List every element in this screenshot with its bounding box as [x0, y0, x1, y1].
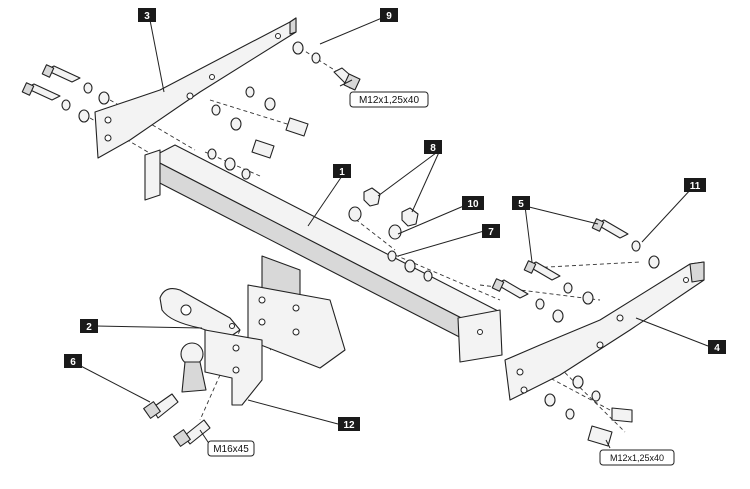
spec-ball-bolt-text: M16x45 [213, 444, 249, 455]
callout-3-label: 3 [144, 11, 150, 22]
socket-plate [159, 288, 241, 339]
main-beam [144, 144, 503, 363]
callout-10: 10 [462, 196, 484, 210]
callout-5-label: 5 [518, 199, 524, 210]
callout-11: 11 [684, 178, 706, 192]
callout-5: 5 [512, 196, 530, 210]
bolt [251, 139, 275, 159]
spec-bottom-bolt-text: M12x1,25x40 [610, 453, 664, 463]
callout-8: 8 [424, 140, 442, 154]
bolt [285, 117, 309, 137]
callout-9: 9 [380, 8, 398, 22]
fasteners [21, 41, 660, 447]
center-hanger [247, 255, 346, 369]
callout-2-label: 2 [86, 322, 92, 333]
bolt [143, 393, 179, 419]
callout-10-label: 10 [467, 199, 479, 210]
callout-8-label: 8 [430, 143, 436, 154]
bolt [333, 67, 361, 91]
spec-bottom-bolt: M12x1,25x40 [599, 449, 675, 466]
spec-top-bolt: M12x1,25x40 [349, 91, 429, 108]
callout-11-label: 11 [690, 181, 701, 192]
left-bracket [94, 17, 297, 159]
callout-12: 12 [338, 417, 360, 431]
right-bracket [504, 261, 705, 401]
callout-4: 4 [708, 340, 726, 354]
bolt [591, 218, 629, 239]
callout-9-label: 9 [386, 11, 392, 22]
callout-6-label: 6 [70, 357, 76, 368]
callout-3: 3 [138, 8, 156, 22]
callout-6: 6 [64, 354, 82, 368]
callout-1: 1 [333, 164, 351, 178]
bolt [173, 419, 211, 447]
bolt [41, 64, 81, 83]
callout-7-label: 7 [488, 227, 494, 238]
leader-lines [74, 17, 709, 449]
callout-12-label: 12 [343, 420, 355, 431]
tow-ball [180, 329, 263, 406]
bolt [523, 260, 561, 281]
bolt [21, 82, 61, 101]
bolt [587, 425, 613, 447]
callout-4-label: 4 [714, 343, 720, 354]
spec-ball-bolt: M16x45 [207, 440, 255, 457]
callout-7: 7 [482, 224, 500, 238]
spec-top-bolt-text: M12x1,25x40 [359, 95, 419, 106]
bolt [611, 407, 633, 423]
callout-1-label: 1 [339, 167, 345, 178]
bolt [491, 278, 529, 299]
callout-2: 2 [80, 319, 98, 333]
